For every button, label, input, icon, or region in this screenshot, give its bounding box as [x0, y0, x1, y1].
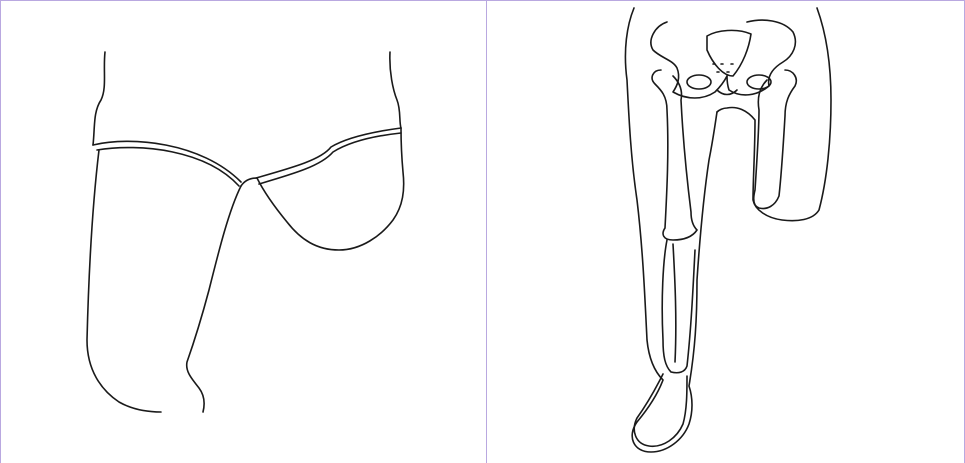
sacrum	[707, 30, 751, 76]
groin-crease	[241, 178, 257, 186]
intact-leg-inner	[187, 186, 241, 412]
obturator-right	[747, 75, 771, 89]
garment-band-left-inner	[97, 148, 239, 186]
skeleton-lower-limb-drawing	[487, 0, 964, 463]
torso-left-edge	[93, 52, 105, 145]
body-outline-left	[625, 8, 717, 452]
tibia-left	[662, 240, 695, 373]
intact-leg-outer	[87, 150, 161, 412]
femur-left	[652, 70, 697, 240]
fibula-left	[673, 244, 676, 362]
body-outline-right	[717, 8, 831, 221]
torso-right-edge	[390, 52, 401, 128]
pubic-symphysis	[717, 90, 737, 95]
obturator-left	[687, 75, 711, 89]
thigh-stump-outline-drawing	[1, 0, 486, 463]
femur-right-stump	[754, 70, 796, 209]
garment-band-right-inner	[259, 133, 401, 184]
residual-limb-stump	[257, 128, 404, 250]
